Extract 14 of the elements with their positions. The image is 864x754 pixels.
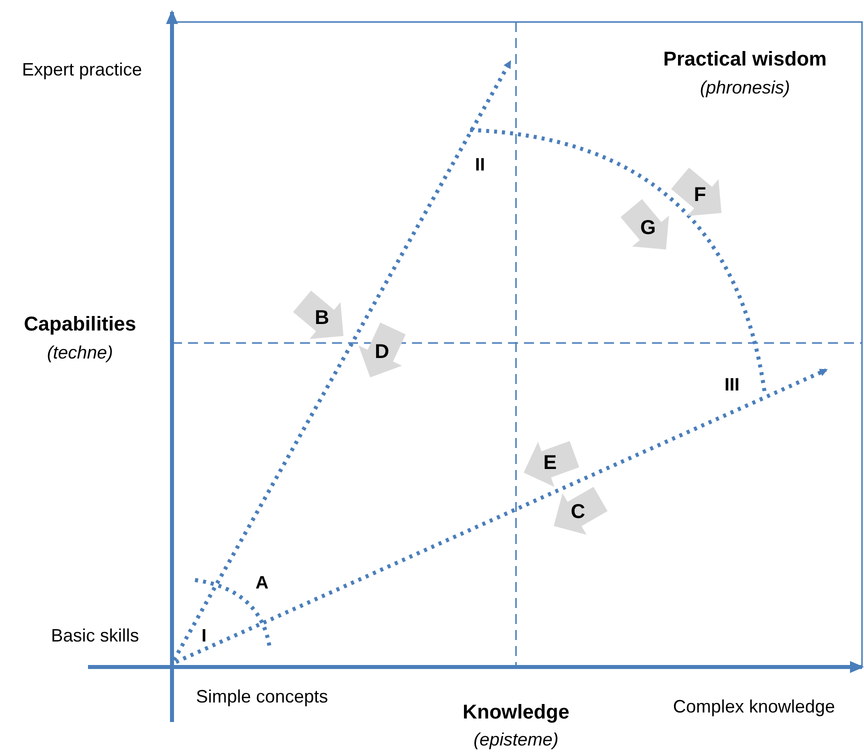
axis-subtitle: (techne) (46, 342, 114, 364)
stage-numeral: I (202, 626, 206, 646)
stage-numeral: II (475, 154, 485, 176)
axis-title: Capabilities (24, 314, 136, 336)
axis-label: Expert practice (22, 60, 142, 80)
quadrant-subtitle: (phronesis) (700, 78, 790, 98)
axis-label: Simple concepts (196, 686, 328, 708)
stage-numeral: III (724, 374, 740, 396)
axis-title: Knowledge (462, 702, 570, 724)
axis-label: Complex knowledge (672, 696, 836, 718)
stage-letter: A (256, 572, 268, 594)
quadrant-title: Practical wisdom (663, 48, 827, 72)
axis-subtitle: (episteme) (473, 730, 559, 750)
axis-label: Basic skills (51, 626, 139, 646)
